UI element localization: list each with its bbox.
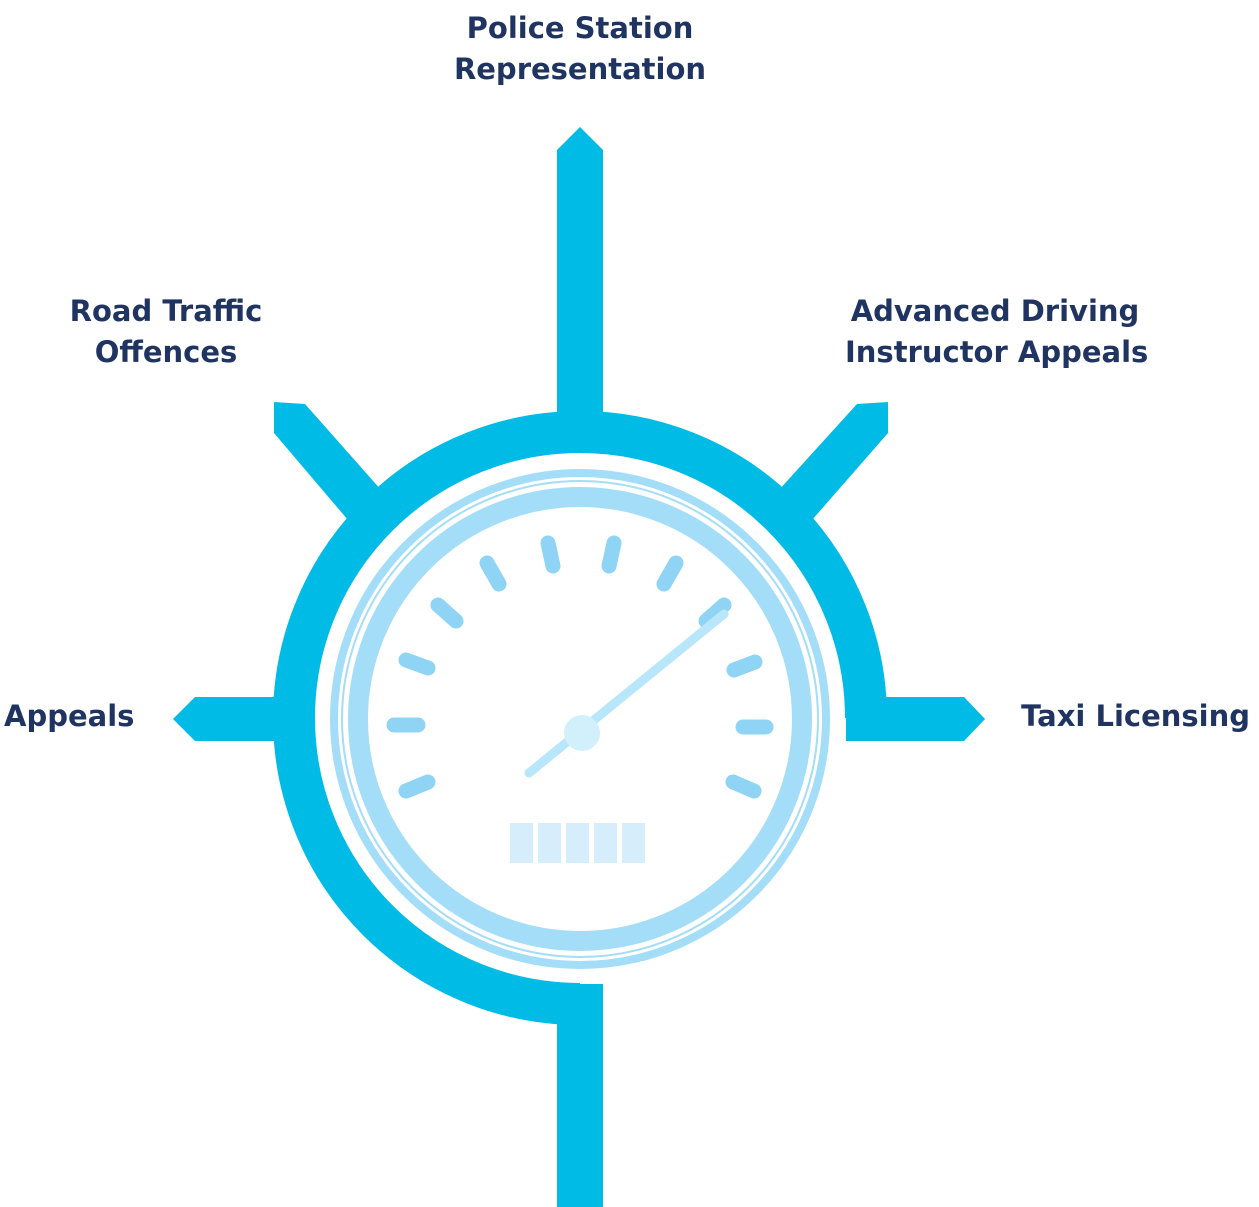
spoke-top-arrow <box>557 127 603 414</box>
gauge-tick <box>726 654 763 678</box>
gauge-tick <box>725 774 762 799</box>
gauge-ticks <box>386 535 774 799</box>
odometer-digit <box>566 823 589 863</box>
odometer <box>510 823 645 863</box>
gauge-tick <box>398 652 436 676</box>
label-line: Advanced Driving <box>850 294 1140 328</box>
label-line: Road Traffic <box>69 294 263 328</box>
gauge-tick <box>430 597 464 629</box>
gauge-tick <box>398 774 436 799</box>
gauge-tick <box>656 555 684 592</box>
gauge-needle-hub <box>564 715 600 751</box>
gauge-tick <box>540 535 561 574</box>
spoke-bottom-stem <box>557 984 603 1207</box>
odometer-digit <box>594 823 617 863</box>
gauge-tick <box>601 535 622 574</box>
label-line: Police Station <box>466 11 694 45</box>
label-taxi-licensing: Taxi Licensing <box>1020 696 1250 737</box>
label-advanced-driving-instructor-appeals: Advanced Driving Instructor Appeals <box>845 291 1149 373</box>
gauge-tick <box>479 555 507 592</box>
spoke-left-arrow <box>173 697 296 741</box>
odometer-digit <box>510 823 533 863</box>
gauge-tick <box>698 597 732 629</box>
label-line: Taxi Licensing <box>1021 699 1250 733</box>
label-police-station-representation: Police Station Representation <box>430 8 730 90</box>
spoke-upper-left <box>274 402 382 520</box>
frame-arc <box>273 411 887 1025</box>
label-line: Representation <box>453 52 707 86</box>
label-road-traffic-offences: Road Traffic Offences <box>36 291 296 373</box>
label-appeals: Appeals <box>4 696 144 737</box>
gauge-thin-ring <box>341 480 819 958</box>
spoke-upper-right <box>778 402 888 520</box>
spoke-right-arrow <box>846 697 985 741</box>
label-line: Offences <box>94 335 238 369</box>
label-line: Instructor Appeals <box>845 335 1149 369</box>
odometer-digit <box>622 823 645 863</box>
odometer-digit <box>538 823 561 863</box>
label-line: Appeals <box>4 699 135 733</box>
gauge-needle <box>524 609 729 778</box>
